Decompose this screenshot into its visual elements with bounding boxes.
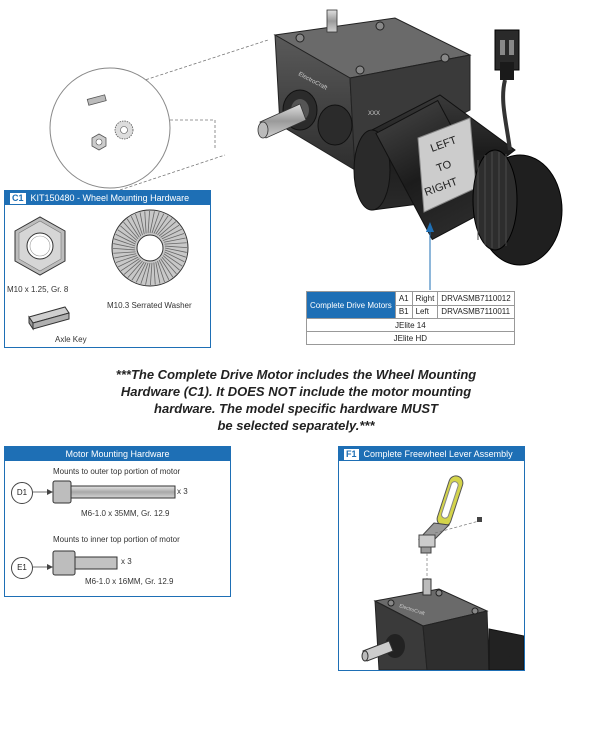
small-gearbox-drawing — [361, 578, 524, 670]
axle-key-drawing — [28, 306, 70, 331]
d1-spec: M6-1.0 x 35MM, Gr. 12.9 — [81, 509, 170, 518]
e1-description: Mounts to inner top portion of motor — [53, 535, 180, 544]
row-part: DRVASMB7110012 — [437, 291, 515, 306]
hardware-zoom-circle — [49, 67, 171, 189]
row-code: A1 — [394, 291, 413, 306]
e1-bolt-drawing — [33, 550, 118, 576]
freewheel-code: F1 — [343, 448, 360, 461]
drive-motor-illustration: ElectroCraft XXX LEFT TO RIGHT — [49, 9, 563, 290]
small-motor-lef: LEF — [499, 649, 516, 659]
note-line: Hardware (C1). It DOES NOT include the m… — [120, 384, 472, 399]
axle-shaft — [257, 103, 307, 139]
d1-qty: x 3 — [177, 487, 188, 496]
nut-label: M10 x 1.25, Gr. 8 — [7, 285, 69, 294]
serrated-washer-drawing — [111, 209, 189, 287]
freewheel-art: ElectroCraft LEF — [361, 475, 524, 670]
table-row: JElite HD — [306, 331, 515, 345]
motor-cable — [494, 29, 520, 151]
motor-can — [353, 94, 563, 266]
model-cell: JElite HD — [306, 331, 515, 345]
wheel-hardware-code: C1 — [9, 192, 27, 205]
motor-mounting-title: Motor Mounting Hardware — [65, 449, 170, 459]
d1-bolt-drawing — [33, 480, 176, 504]
note-line: be selected separately.*** — [217, 418, 375, 433]
wheel-hardware-title: KIT150480 - Wheel Mounting Hardware — [30, 193, 190, 203]
drive-motors-name: Complete Drive Motors — [306, 291, 396, 319]
table-row: Complete Drive Motors A1 Right DRVASMB71… — [306, 291, 515, 319]
hex-nut-drawing — [14, 216, 66, 276]
e1-spec: M6-1.0 x 16MM, Gr. 12.9 — [85, 577, 174, 586]
motor-mounting-panel: Motor Mounting Hardware Mounts to outer … — [4, 446, 231, 597]
d1-description: Mounts to outer top portion of motor — [53, 467, 181, 476]
table-row: JElite 14 — [306, 318, 515, 332]
label-to: TO — [435, 158, 454, 175]
note-line: hardware. The model specific hardware MU… — [154, 401, 438, 416]
freewheel-lever-drawing — [417, 475, 464, 554]
e1-callout: E1 — [11, 557, 33, 579]
small-axle-key — [86, 94, 107, 106]
d1-callout: D1 — [11, 482, 33, 504]
row-code: B1 — [394, 304, 413, 319]
drive-motors-table: Complete Drive Motors A1 Right DRVASMB71… — [306, 291, 515, 345]
motor-xxx-text: XXX — [368, 111, 380, 117]
model-cell: JElite 14 — [306, 318, 515, 332]
motor-mounting-header: Motor Mounting Hardware — [5, 447, 230, 461]
axle-key-label: Axle Key — [55, 335, 87, 344]
row-side: Right — [411, 291, 439, 306]
washer-label: M10.3 Serrated Washer — [107, 301, 192, 310]
freewheel-title: Complete Freewheel Lever Assembly — [363, 449, 513, 459]
row-side: Left — [411, 304, 439, 319]
hardware-note: ***The Complete Drive Motor includes the… — [0, 366, 592, 434]
note-line: ***The Complete Drive Motor includes the… — [115, 367, 477, 382]
wheel-hardware-art — [14, 209, 189, 331]
row-part: DRVASMB7110011 — [437, 304, 515, 319]
e1-qty: x 3 — [121, 557, 132, 566]
